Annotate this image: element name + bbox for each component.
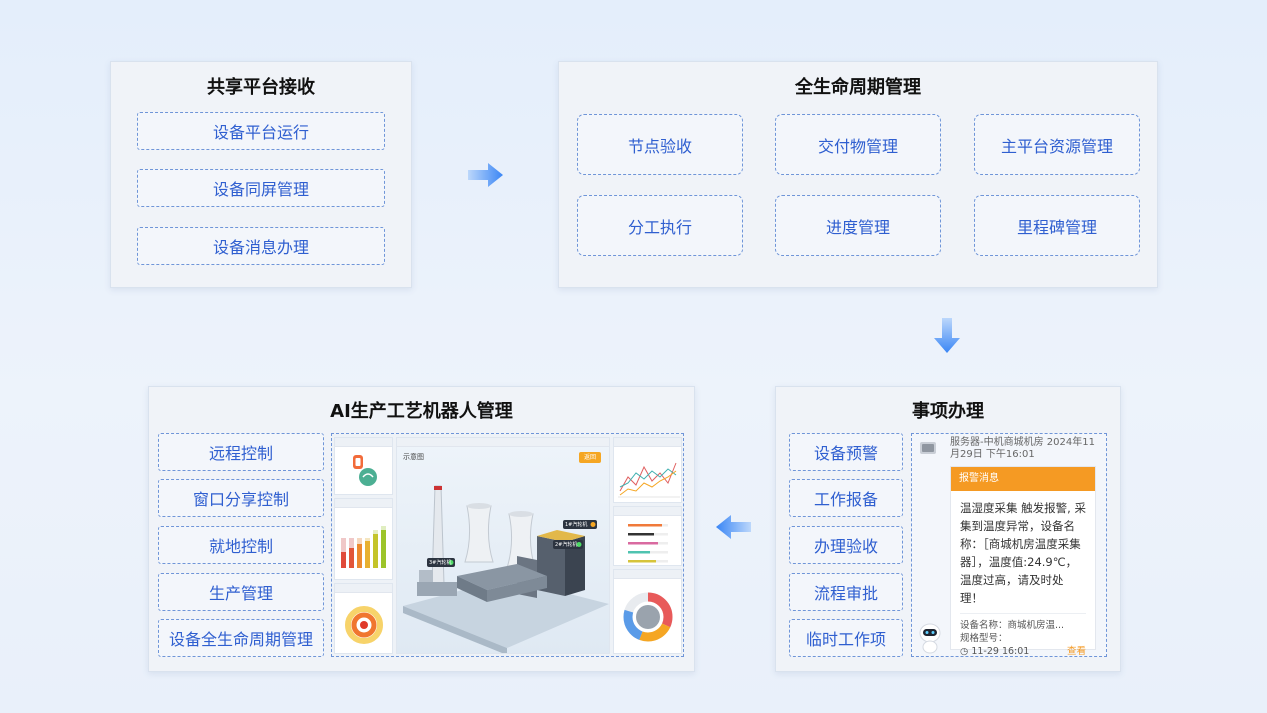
- view-link[interactable]: 查看: [1066, 646, 1086, 657]
- mini-hbar-chart: [628, 524, 668, 563]
- time-text: 2024年11月29日 下午16:01: [950, 437, 1095, 460]
- divider: [960, 613, 1086, 614]
- alert-bar: 报警消息: [951, 467, 1095, 491]
- item-device-lifecycle[interactable]: 设备全生命周期管理: [158, 619, 324, 657]
- mini-panel-donut: [613, 569, 682, 654]
- tag-2: 2#汽轮机: [555, 542, 578, 548]
- mini-panel-hbars: [613, 506, 682, 566]
- item-work-report[interactable]: 工作报备: [789, 479, 903, 517]
- item-temporary-work[interactable]: 临时工作项: [789, 619, 903, 657]
- mini-panel-plant: 示意图 返回: [396, 437, 610, 654]
- mini-bar-chart: [341, 526, 386, 568]
- clock-time: 11-29 16:01: [971, 646, 1030, 657]
- arrow-right-icon: [468, 163, 503, 187]
- alert-meta: 设备名称：商城机房温... 规格型号： ◷ 11-29 16:01 查看: [951, 614, 1095, 658]
- scene-logo: 示意图: [403, 453, 424, 461]
- mini-line-chart: [618, 462, 680, 498]
- tag-3: 3#汽轮机: [429, 560, 452, 566]
- gauge-icon: [353, 455, 377, 486]
- ring-gauge: [345, 606, 383, 644]
- server-icon: [920, 442, 936, 454]
- item-remote-control[interactable]: 远程控制: [158, 433, 324, 471]
- item-production-management[interactable]: 生产管理: [158, 573, 324, 611]
- arrow-down-icon: [934, 318, 960, 353]
- alert-message: 温湿度采集 触发报警, 采集到温度异常，设备名称：［商城机房温度采集器］，温度值…: [960, 501, 1086, 605]
- item-main-resources[interactable]: 主平台资源管理: [974, 114, 1140, 175]
- alert-card[interactable]: 报警消息 温湿度采集 触发报警, 采集到温度异常，设备名称：［商城机房温度采集器…: [950, 466, 1096, 657]
- item-device-warning[interactable]: 设备预警: [789, 433, 903, 471]
- tag-1: 1#汽轮机: [565, 522, 588, 528]
- lifecycle-panel: 全生命周期管理 节点验收 交付物管理 主平台资源管理 分工执行 进度管理 里程碑…: [558, 61, 1158, 288]
- arrow-left-icon: [716, 515, 751, 539]
- device-model: 规格型号：: [960, 633, 1008, 644]
- power-plant-illustration: [403, 485, 609, 653]
- item-device-platform-run[interactable]: 设备平台运行: [137, 112, 385, 150]
- ai-robot-panel: AI生产工艺机器人管理 远程控制 窗口分享控制 就地控制 生产管理 设备全生命周…: [148, 386, 695, 672]
- mini-donut: [623, 592, 673, 642]
- item-process-approval[interactable]: 流程审批: [789, 573, 903, 611]
- item-local-control[interactable]: 就地控制: [158, 526, 324, 564]
- clock-row: ◷ 11-29 16:01: [960, 645, 1029, 658]
- item-device-screen-share[interactable]: 设备同屏管理: [137, 169, 385, 207]
- panel-title: 全生命周期管理: [795, 77, 921, 98]
- panel-title: 共享平台接收: [207, 77, 315, 98]
- back-button[interactable]: 返回: [579, 452, 601, 463]
- device-name: 设备名称：商城机房温...: [960, 620, 1065, 631]
- item-division-execution[interactable]: 分工执行: [577, 195, 743, 256]
- item-device-message[interactable]: 设备消息办理: [137, 227, 385, 265]
- panel-title: 事项办理: [912, 401, 984, 422]
- shared-platform-panel: 共享平台接收 设备平台运行 设备同屏管理 设备消息办理: [110, 61, 412, 288]
- notification-source: 服务器-中机商城机房 2024年11月29日 下午16:01: [950, 437, 1104, 461]
- mini-panel-ring: [334, 583, 393, 654]
- notification-area: 服务器-中机商城机房 2024年11月29日 下午16:01 报警消息 温湿度采…: [911, 433, 1107, 657]
- robot-icon: [919, 623, 941, 654]
- mini-panel-bars: [334, 498, 393, 580]
- item-window-share-control[interactable]: 窗口分享控制: [158, 479, 324, 517]
- dashboard-preview: 示意图 返回: [331, 433, 684, 657]
- matters-panel: 事项办理 设备预警 工作报备 办理验收 流程审批 临时工作项 服务器-中机商城机…: [775, 386, 1121, 672]
- clock-icon: ◷: [960, 646, 969, 657]
- mini-panel-gauge: [334, 437, 393, 495]
- item-node-acceptance[interactable]: 节点验收: [577, 114, 743, 175]
- item-acceptance[interactable]: 办理验收: [789, 526, 903, 564]
- item-deliverables[interactable]: 交付物管理: [775, 114, 941, 175]
- mini-panel-line: [613, 437, 682, 503]
- panel-title: AI生产工艺机器人管理: [330, 401, 513, 422]
- item-progress[interactable]: 进度管理: [775, 195, 941, 256]
- item-milestones[interactable]: 里程碑管理: [974, 195, 1140, 256]
- source-text: 服务器-中机商城机房: [950, 437, 1044, 448]
